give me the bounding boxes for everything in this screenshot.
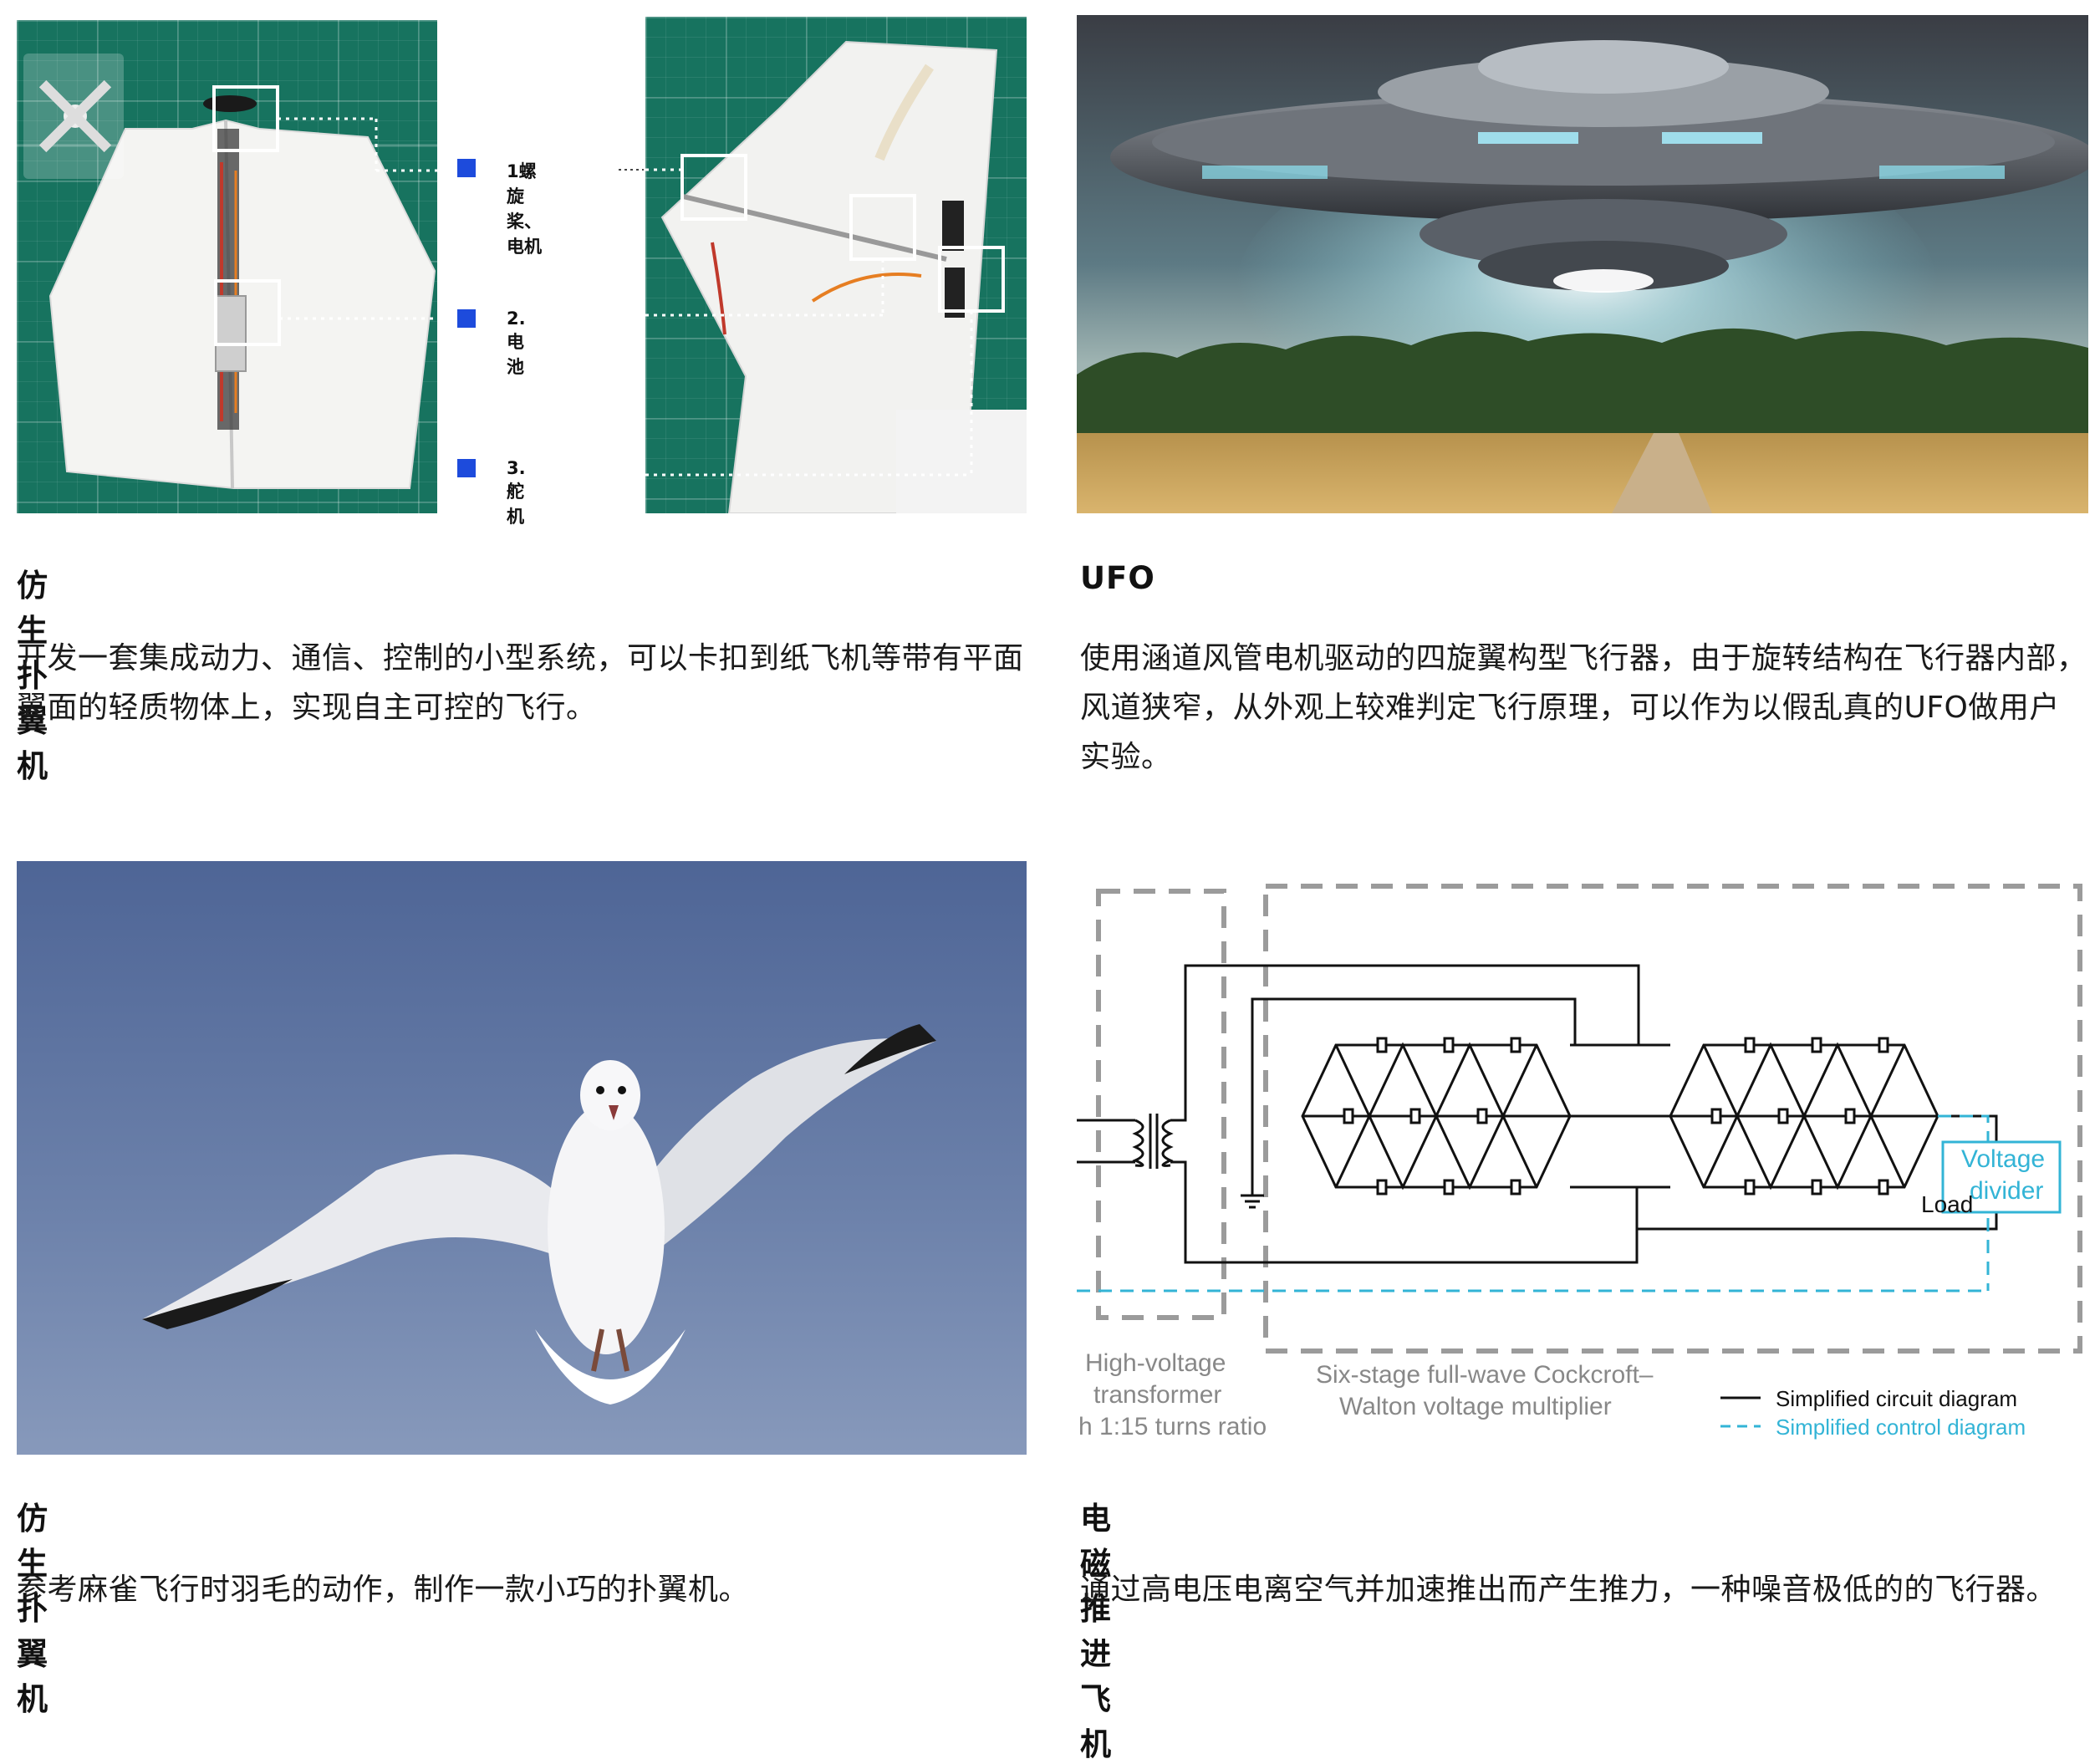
legend-marker-3: [457, 459, 476, 477]
card-title: 电磁推进飞机: [1080, 1501, 1112, 1762]
paper-plane-photo-side: [645, 17, 1027, 513]
paper-plane-photo-top: [17, 20, 437, 513]
gull-photo: [17, 861, 1027, 1455]
card-description: 通过高电压电离空气并加速推出而产生推力，一种噪音极低的的飞行器。: [1080, 1573, 2057, 1607]
legend-marker-1: [457, 159, 476, 177]
legend-label-battery: 2. 电池: [507, 308, 526, 377]
paper-plane-side-illustration: [645, 40, 1027, 513]
divider-label-2: divider: [1970, 1177, 2043, 1205]
legend-control-label: Simplified control diagram: [1776, 1415, 2026, 1440]
transformer-label-1: High-voltage: [1085, 1349, 1226, 1377]
circuit-schematic: Voltage divider Load High-voltage transf…: [1077, 884, 2082, 1440]
multiplier-label-2: Walton voltage multiplier: [1339, 1393, 1612, 1420]
ufo-photo: [1077, 15, 2088, 513]
ufo-illustration: [1077, 15, 2088, 513]
circuit-diagram: Voltage divider Load High-voltage transf…: [1077, 853, 2090, 1455]
card-description: 使用涵道风管电机驱动的四旋翼构型飞行器，由于旋转结构在飞行器内部，风道狭窄，从外…: [1080, 641, 2087, 774]
divider-label-1: Voltage: [1961, 1145, 2045, 1173]
legend-marker-2: [457, 309, 476, 328]
card-title: UFO: [1080, 560, 1155, 596]
card-title: 仿生扑翼机: [17, 568, 48, 784]
legend-label-propeller: 1螺旋桨、电机: [507, 161, 542, 257]
legend-label-servo: 3. 舵机: [507, 458, 526, 527]
legend-circuit-label: Simplified circuit diagram: [1776, 1386, 2017, 1411]
transformer-label-2: transformer: [1093, 1381, 1221, 1409]
card-description: 开发一套集成动力、通信、控制的小型系统，可以卡扣到纸飞机等带有平面翼面的轻质物体…: [17, 641, 1024, 725]
paper-plane-illustration: [17, 54, 437, 489]
transformer-label-3: h 1:15 turns ratio: [1078, 1413, 1267, 1440]
card-description: 参考麻雀飞行时羽毛的动作，制作一款小巧的扑翼机。: [17, 1573, 750, 1607]
load-label: Load: [1921, 1191, 1973, 1217]
legend-leader: [619, 169, 644, 171]
multiplier-label-1: Six-stage full-wave Cockcroft–: [1316, 1361, 1654, 1389]
gull-illustration: [142, 1024, 936, 1405]
